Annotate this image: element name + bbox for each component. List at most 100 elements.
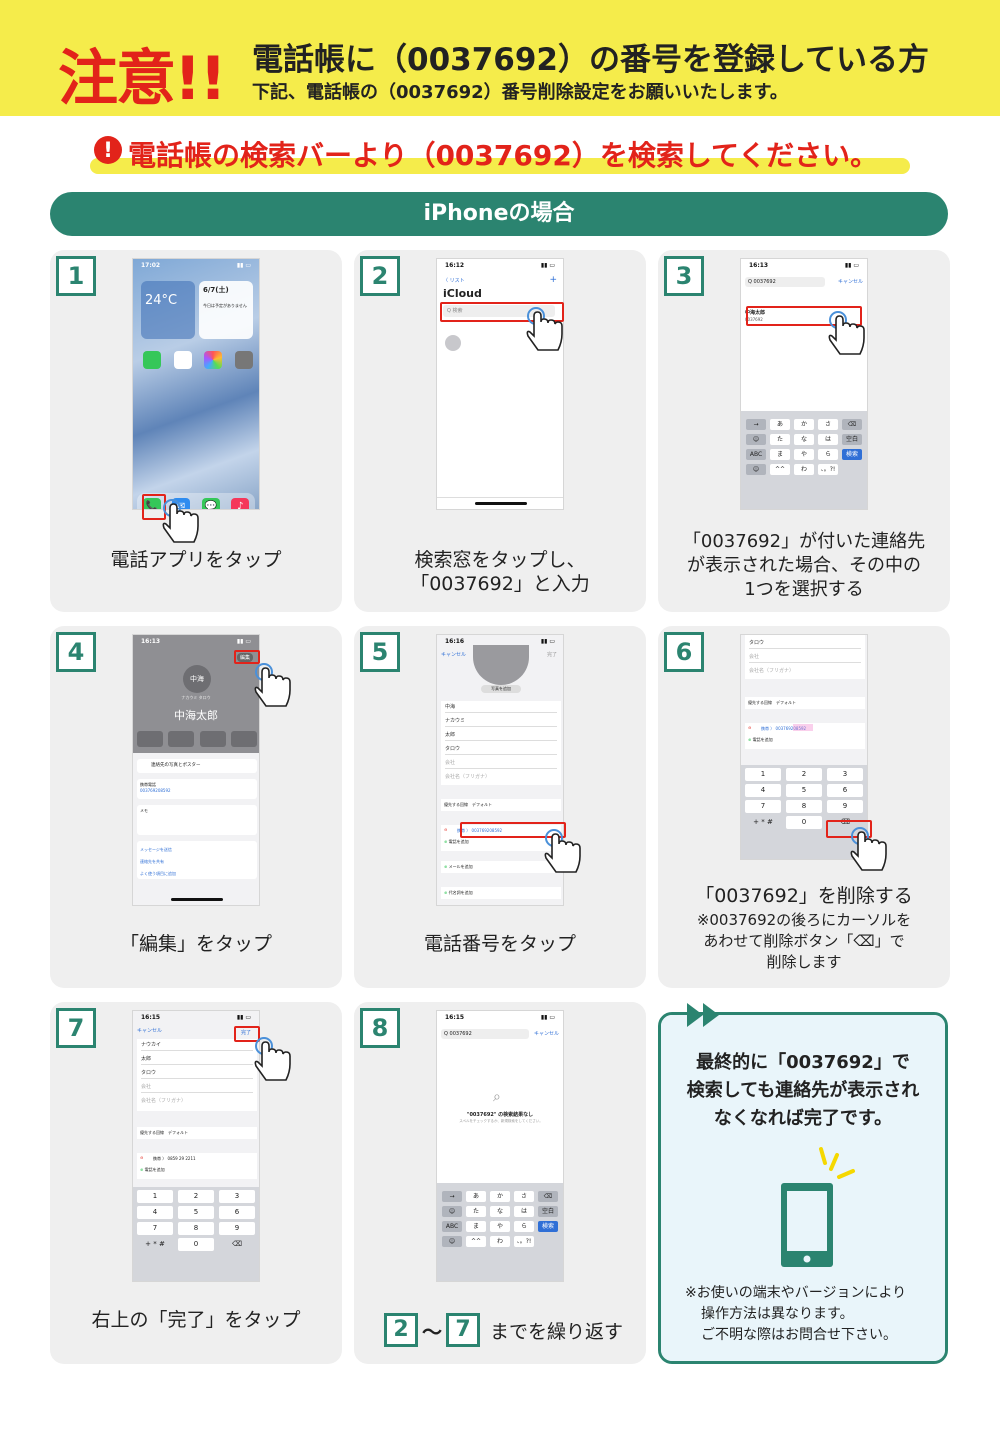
notice-text: 電話帳の検索バーより（0037692）を検索してください。 xyxy=(128,139,879,172)
notice: ! 電話帳の検索バーより（0037692）を検索してください。 xyxy=(90,134,920,178)
add-pronoun-row[interactable]: ⊕ 代名詞を追加 xyxy=(441,887,561,899)
section-banner: iPhoneの場合 xyxy=(50,192,948,236)
step-caption: 右上の「完了」をタップ xyxy=(91,1309,301,1331)
phone-screenshot-done: 16:15▮▮ ▭ キャンセル 完了 ナウカイ 太郎 タロウ 会社 会社名（フリ… xyxy=(132,1010,260,1282)
video-action-icon[interactable] xyxy=(199,731,226,747)
name-fields: ナウカイ 太郎 タロウ 会社 会社名（フリガナ） xyxy=(137,1039,257,1111)
step-ref-badge: 7 xyxy=(446,1313,480,1347)
phone-number-field[interactable]: 携帯 〉 0859 29 2211 xyxy=(153,1156,196,1161)
remove-phone-icon[interactable]: ⊖ xyxy=(748,725,752,730)
tap-hand-icon xyxy=(526,307,563,351)
tap-hand-icon xyxy=(254,663,291,707)
home-indicator xyxy=(475,502,527,505)
remove-phone-icon[interactable]: ⊖ xyxy=(444,827,448,832)
tap-highlight xyxy=(234,1026,260,1042)
tap-highlight xyxy=(234,650,260,664)
step-card-7: 7 16:15▮▮ ▭ キャンセル 完了 ナウカイ 太郎 タロウ 会社 会社名（… xyxy=(50,1002,342,1364)
step-card-8: 8 16:15▮▮ ▭ Q 0037692 キャンセル ⌕ "0037692" … xyxy=(354,1002,646,1364)
phone-app-icon[interactable]: 📞 xyxy=(142,498,161,509)
photo-placeholder xyxy=(473,645,529,685)
phone-screenshot-contacts: 16:12▮▮ ▭ 〈 リスト + iCloud Q 検索 xyxy=(436,258,564,510)
add-mail-row[interactable]: ⊕ メールを追加 xyxy=(441,861,561,873)
tap-highlight xyxy=(460,822,566,838)
done-button[interactable]: 完了 xyxy=(546,652,557,658)
add-phone-row[interactable]: ⊕ 電話を追加 xyxy=(444,839,469,844)
final-note: ※お使いの端末やバージョンにより 操作方法は異なります。 ご不明な際はお問合せ下… xyxy=(685,1285,907,1343)
header-bar: 注意!! 電話帳に（0037692）の番号を登録している方 下記、電話帳の（00… xyxy=(0,0,1000,116)
contact-name: 中海太郎 xyxy=(174,709,218,722)
calendar-widget: 6/7(土) 今日は予定がありません xyxy=(199,281,253,339)
poster-row[interactable]: 連絡先の写真とポスター xyxy=(137,759,257,773)
status-bar: 17:02▮▮ ▭ xyxy=(141,262,251,269)
phone-screenshot-no-result: 16:15▮▮ ▭ Q 0037692 キャンセル ⌕ "0037692" の検… xyxy=(436,1010,564,1282)
step-number: 2 xyxy=(360,256,400,296)
name-fields: 中海 ナカウミ 太郎 タロウ 会社 会社名（フリガナ） xyxy=(441,701,561,785)
phone-row[interactable]: 携帯電話 003769208592 xyxy=(137,779,257,799)
tap-highlight xyxy=(440,302,564,322)
contact-header: 16:13▮▮ ▭ 編集 中海 ナカウミ タロウ 中海太郎 xyxy=(133,635,259,753)
phone-section: ⊖ 携帯 〉 0859 29 2211 ⊕ 電話を追加 xyxy=(137,1153,257,1179)
header-title: 電話帳に（0037692）の番号を登録している方 xyxy=(252,42,930,78)
tilde: ～ xyxy=(422,1319,442,1344)
messages-app-icon[interactable]: 💬 xyxy=(201,498,220,509)
result-name[interactable]: 中海太郎 xyxy=(745,310,766,316)
preferred-line-row[interactable]: 優先する回線 デフォルト xyxy=(441,799,561,811)
home-indicator xyxy=(171,898,223,901)
search-input[interactable]: Q 検索 xyxy=(443,305,555,317)
add-phone-row[interactable]: ⊕ 電話を追加 xyxy=(748,737,773,742)
tap-hand-icon xyxy=(850,827,887,871)
step-number: 7 xyxy=(56,1008,96,1048)
preferred-line-row[interactable]: 優先する回線 デフォルト xyxy=(745,697,865,709)
step-number: 1 xyxy=(56,256,96,296)
avatar xyxy=(445,335,461,351)
add-phone-row[interactable]: ⊕ 電話を追加 xyxy=(140,1167,165,1172)
cancel-button[interactable]: キャンセル xyxy=(441,652,467,658)
phone-screenshot-search-result: 16:13▮▮ ▭ Q 0037692 キャンセル 中海太郎 0037692 →… xyxy=(740,258,868,510)
back-link[interactable]: 〈 リスト xyxy=(443,278,465,284)
message-action-icon[interactable] xyxy=(137,731,163,747)
call-action-icon[interactable] xyxy=(168,731,195,747)
search-input[interactable]: Q 0037692 xyxy=(441,1029,529,1039)
tab-divider xyxy=(437,497,563,498)
actions-list: メッセージを送信 連絡先を共有 よく使う項目に追加 xyxy=(137,841,257,879)
step-card-6: 6 タロウ 会社 会社名（フリガナ） 優先する回線 デフォルト ⊖ 携帯 〉 0… xyxy=(658,626,950,988)
phone-screenshot-home: 17:02▮▮ ▭ 24°C 6/7(土) 今日は予定がありません 📞 ✉ 💬 … xyxy=(132,258,260,510)
delete-key[interactable]: ⌫ xyxy=(840,818,850,826)
list-title: iCloud xyxy=(443,287,482,300)
edit-button[interactable]: 編集 xyxy=(236,653,253,662)
phone-number-field[interactable]: 携帯 〉 003769208592 xyxy=(761,726,807,731)
done-button[interactable]: 完了 xyxy=(240,1030,251,1036)
no-result-hint: スペルをチェックするか、新規検索をしてください。 xyxy=(459,1119,543,1123)
cancel-button[interactable]: キャンセル xyxy=(533,1031,559,1037)
tap-hand-icon xyxy=(544,829,581,873)
step-card-2: 2 16:12▮▮ ▭ 〈 リスト + iCloud Q 検索 検索窓をタップし… xyxy=(354,250,646,612)
step-ref-badge: 2 xyxy=(384,1313,418,1347)
tap-highlight xyxy=(826,820,872,838)
step-number: 3 xyxy=(664,256,704,296)
app-icon-row xyxy=(143,351,253,369)
delete-key[interactable]: ⌫ xyxy=(232,1240,242,1248)
tap-hand-icon xyxy=(254,1037,291,1081)
mail-app-icon[interactable]: ✉ xyxy=(172,498,191,509)
step-caption: 検索窓をタップし、 「0037692」と入力 xyxy=(410,549,590,595)
step-caption: 「0037692」が付いた連絡先 が表示された場合、その中の 1つを選択する xyxy=(682,531,926,600)
photos-icon xyxy=(204,351,223,369)
phone-number-field[interactable]: 携帯 〉 003769208592 xyxy=(457,828,503,833)
final-box: 最終的に「0037692」で 検索しても連絡先が表示され なくなれば完了です。 … xyxy=(658,1003,948,1364)
add-contact-icon[interactable]: + xyxy=(549,275,557,285)
notice-highlight xyxy=(90,158,910,174)
search-input[interactable]: Q 0037692 xyxy=(745,277,825,287)
smartphone-icon xyxy=(781,1147,855,1267)
final-message: 最終的に「0037692」で 検索しても連絡先が表示され なくなれば完了です。 xyxy=(686,1052,920,1129)
repeat-instruction: 2 ～ 7 までを繰り返す xyxy=(384,1310,623,1350)
add-photo-button[interactable]: 写真を追加 xyxy=(481,685,521,693)
mail-action-icon[interactable] xyxy=(230,731,257,747)
memo-row[interactable]: メモ xyxy=(137,805,257,835)
step-caption: 電話アプリをタップ xyxy=(110,549,282,571)
preferred-line-row[interactable]: 優先する回線 デフォルト xyxy=(137,1127,257,1139)
remove-phone-icon[interactable]: ⊖ xyxy=(140,1155,144,1160)
cancel-button[interactable]: キャンセル xyxy=(837,279,863,285)
cancel-button[interactable]: キャンセル xyxy=(137,1028,163,1034)
music-app-icon[interactable]: ♪ xyxy=(231,498,250,509)
